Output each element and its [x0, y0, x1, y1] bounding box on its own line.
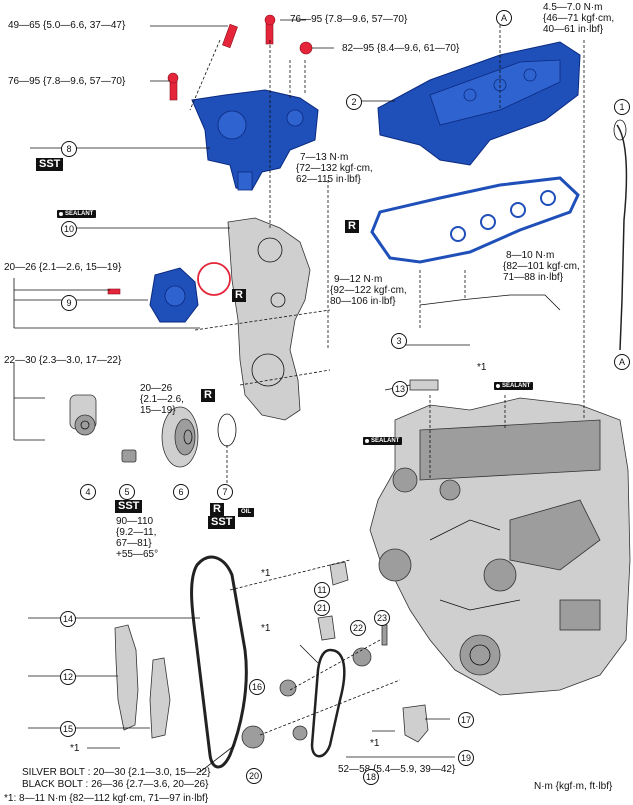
part-label-18: 18 — [363, 769, 379, 785]
oil-marker-7: OIL — [238, 508, 254, 517]
part-label-7: 7 — [217, 484, 233, 500]
part-label-1: 1 — [614, 99, 630, 115]
part-label-4: 4 — [80, 484, 96, 500]
part-label-8: 8 — [61, 141, 77, 157]
sealant-marker-engine-right: SEALANT — [494, 382, 534, 390]
engine-assembly — [369, 397, 631, 696]
spec-bolt-top-center: 76—95 {7.8—9.6, 57—70} — [290, 14, 408, 25]
head-cover-gasket — [370, 176, 580, 264]
spec-gasket-bolt1-2: {82—101 kgf·cm, — [503, 261, 580, 272]
spec-dipstick-3: 40—61 in·lbf} — [543, 24, 604, 35]
spec-pump-bolts: 20—26 {2.1—2.6, 15—19} — [4, 262, 122, 273]
sealant-marker-engine-left: SEALANT — [363, 437, 403, 445]
r-marker-cover: R — [232, 289, 246, 302]
sealant-marker-10: SEALANT — [57, 210, 97, 218]
drive-belt-tensioner-4 — [69, 394, 97, 436]
part-label-3: 3 — [391, 333, 407, 349]
sst-marker-5: SST — [115, 500, 143, 513]
guide-21 — [317, 615, 336, 641]
spec-cover-1: 7—13 N·m — [300, 152, 349, 163]
timing-chain-cover-10 — [227, 217, 311, 421]
head-cover-bolts-3 — [419, 294, 561, 311]
spec-black-bolt: BLACK BOLT : 26—36 {2.7—3.6, 20—26} — [22, 779, 209, 790]
chain-guide-12 — [114, 624, 139, 731]
cylinder-head-cover-2 — [377, 41, 581, 166]
dashed-alignment-lines — [189, 20, 585, 736]
chain-tensioner-17 — [402, 704, 429, 743]
spec-dipstick-2: {46—71 kgf·cm, — [543, 13, 615, 24]
spec-bolt-top-right: 82—95 {8.4—9.6, 61—70} — [342, 43, 460, 54]
pin-23 — [381, 624, 388, 646]
part-label-22: 22 — [350, 620, 366, 636]
sprocket-16 — [279, 679, 297, 697]
spec-bolt-8-left: 76—95 {7.8—9.6, 57—70} — [8, 76, 126, 87]
sst-marker-8: SST — [36, 158, 64, 171]
front-oil-seal-7 — [217, 413, 237, 447]
sprocket-22 — [352, 647, 372, 667]
part-label-6: 6 — [173, 484, 189, 500]
r-marker-gasket: R — [345, 220, 359, 233]
part-label-20: 20 — [246, 768, 262, 784]
part-label-5: 5 — [119, 484, 135, 500]
spec-pulley-4: +55—65° — [116, 549, 159, 560]
footnote: *1: 8—11 N·m {82—112 kgf·cm, 71—97 in·lb… — [4, 793, 209, 804]
part-label-15: 15 — [60, 721, 76, 737]
oil-pump-bracket-8 — [191, 89, 319, 191]
spec-cover-bolt-3: 15—19} — [140, 405, 176, 416]
part-label-19: 19 — [458, 750, 474, 766]
spec-gasket-bolt2-2: {92—122 kgf·cm, — [330, 285, 407, 296]
spec-sprocket-bolt: 52—58 {5.4—5.9, 39—42} — [338, 764, 456, 775]
spec-cover-2: {72—132 kgf·cm, — [296, 163, 373, 174]
bracket-13 — [409, 379, 439, 391]
spec-pulley-2: {9.2—11, — [116, 527, 157, 538]
spec-cover-bolt-2: {2.1—2.6, — [140, 394, 184, 405]
pulley-bolt-5 — [121, 449, 137, 463]
crank-pulley-6 — [161, 406, 199, 468]
sprocket-18 — [292, 725, 308, 741]
tensioner-arm-15 — [149, 657, 171, 739]
spec-cover-3: 62—115 in·lbf} — [296, 174, 361, 185]
spec-pulley-3: 67—81} — [116, 538, 152, 549]
r-marker-bolt: R — [201, 389, 215, 402]
oil-pump-chain-19 — [310, 648, 346, 758]
marker-a-top: A — [496, 10, 512, 26]
spec-silver-bolt: SILVER BOLT : 20—30 {2.1—3.0, 15—22} — [22, 767, 211, 778]
part-label-2: 2 — [346, 94, 362, 110]
part-label-12: 12 — [60, 669, 76, 685]
star1-note-3: *1 — [477, 362, 487, 373]
part-label-21: 21 — [314, 600, 330, 616]
r-marker-7: R — [210, 503, 224, 516]
part-label-11: 11 — [314, 582, 330, 598]
part-label-17: 17 — [458, 712, 474, 728]
star1-note-15: *1 — [70, 743, 80, 754]
sprocket-20 — [241, 725, 265, 749]
guide-11 — [329, 561, 349, 586]
spec-pulley-1: 90—110 — [116, 516, 154, 527]
spec-cover-bolt-1: 20—26 — [140, 383, 173, 394]
part-label-9: 9 — [61, 295, 77, 311]
spec-gasket-bolt2-3: 80—106 in·lbf} — [330, 296, 396, 307]
spec-gasket-bolt2-1: 9—12 N·m — [334, 274, 383, 285]
spec-dipstick-1: 4.5—7.0 N·m — [543, 2, 603, 13]
timing-chain-14 — [190, 555, 248, 769]
spec-bolt-8-top: 49—65 {5.0—6.6, 37—47} — [8, 20, 126, 31]
part-label-23: 23 — [374, 610, 390, 626]
red-bolts-top — [107, 14, 313, 295]
marker-a-bottom: A — [614, 354, 630, 370]
part-label-14: 14 — [60, 611, 76, 627]
part-label-13: 13 — [392, 381, 408, 397]
star1-note-21: *1 — [261, 623, 271, 634]
dipstick-1 — [616, 124, 628, 351]
water-pump-9 — [149, 262, 231, 323]
part-label-16: 16 — [249, 679, 265, 695]
star1-note-11: *1 — [261, 568, 271, 579]
spec-gasket-bolt1-3: 71—88 in·lbf} — [503, 272, 564, 283]
spec-gasket-bolt1-1: 8—10 N·m — [506, 250, 555, 261]
spec-tensioner-bolts: 22—30 {2.3—3.0, 17—22} — [4, 355, 122, 366]
star1-note-17: *1 — [370, 738, 380, 749]
part-label-10: 10 — [61, 221, 77, 237]
units-legend: N·m {kgf·m, ft·lbf} — [534, 781, 613, 792]
sst-marker-7: SST — [208, 516, 236, 529]
